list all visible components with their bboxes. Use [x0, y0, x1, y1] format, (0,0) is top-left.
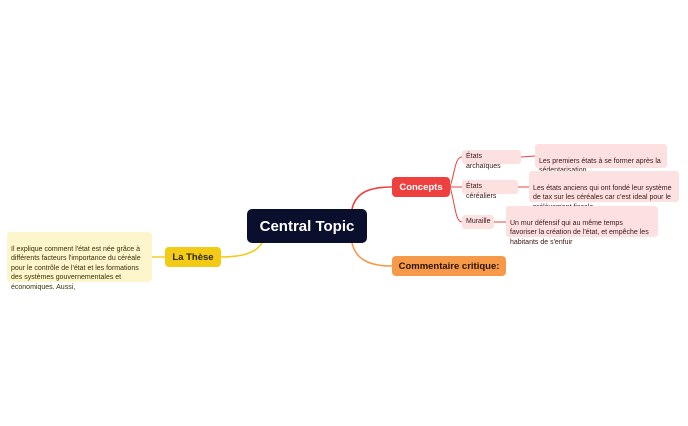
detail-etats-archaiques-text: Les premiers états à se former après la … [539, 157, 661, 175]
link-central-these [220, 242, 263, 258]
detail-etats-archaiques[interactable]: Les premiers états à se former après la … [535, 144, 667, 174]
topic-commentaire-label: Commentaire critique: [398, 260, 500, 272]
subtopic-muraille[interactable]: Muraille [462, 215, 494, 229]
subtopic-muraille-label: Muraille [466, 218, 491, 225]
topic-concepts[interactable]: Concepts [392, 177, 450, 197]
central-topic-label: Central Topic [259, 217, 355, 235]
topic-concepts-label: Concepts [399, 181, 443, 193]
subtopic-etats-cerealiers-label: États céréaliers [466, 183, 497, 200]
these-note-text: Il explique comment l'état est née grâce… [11, 245, 141, 291]
central-topic[interactable]: Central Topic [247, 209, 367, 243]
detail-muraille[interactable]: Un mur défensif qui au même temps favori… [506, 206, 658, 246]
topic-commentaire-critique[interactable]: Commentaire critique: [392, 256, 506, 276]
link-concepts-etats-archaiques [449, 156, 463, 188]
detail-etats-cerealiers[interactable]: Les états anciens qui ont fondé leur sys… [529, 171, 679, 211]
subtopic-etats-archaiques[interactable]: États archaïques [462, 150, 521, 170]
topic-la-these[interactable]: La Thèse [165, 247, 221, 267]
topic-these-label: La Thèse [172, 251, 214, 263]
link-archaiques-detail [520, 155, 536, 158]
link-central-concepts [351, 186, 393, 210]
detail-muraille-text: Un mur défensif qui au même temps favori… [510, 219, 649, 246]
subtopic-etats-cerealiers[interactable]: États céréaliers [462, 180, 518, 200]
subtopic-etats-archaiques-label: États archaïques [466, 153, 501, 170]
these-note[interactable]: Il explique comment l'état est née grâce… [7, 232, 152, 291]
link-central-commentaire [351, 242, 393, 267]
link-concepts-muraille [449, 186, 463, 223]
